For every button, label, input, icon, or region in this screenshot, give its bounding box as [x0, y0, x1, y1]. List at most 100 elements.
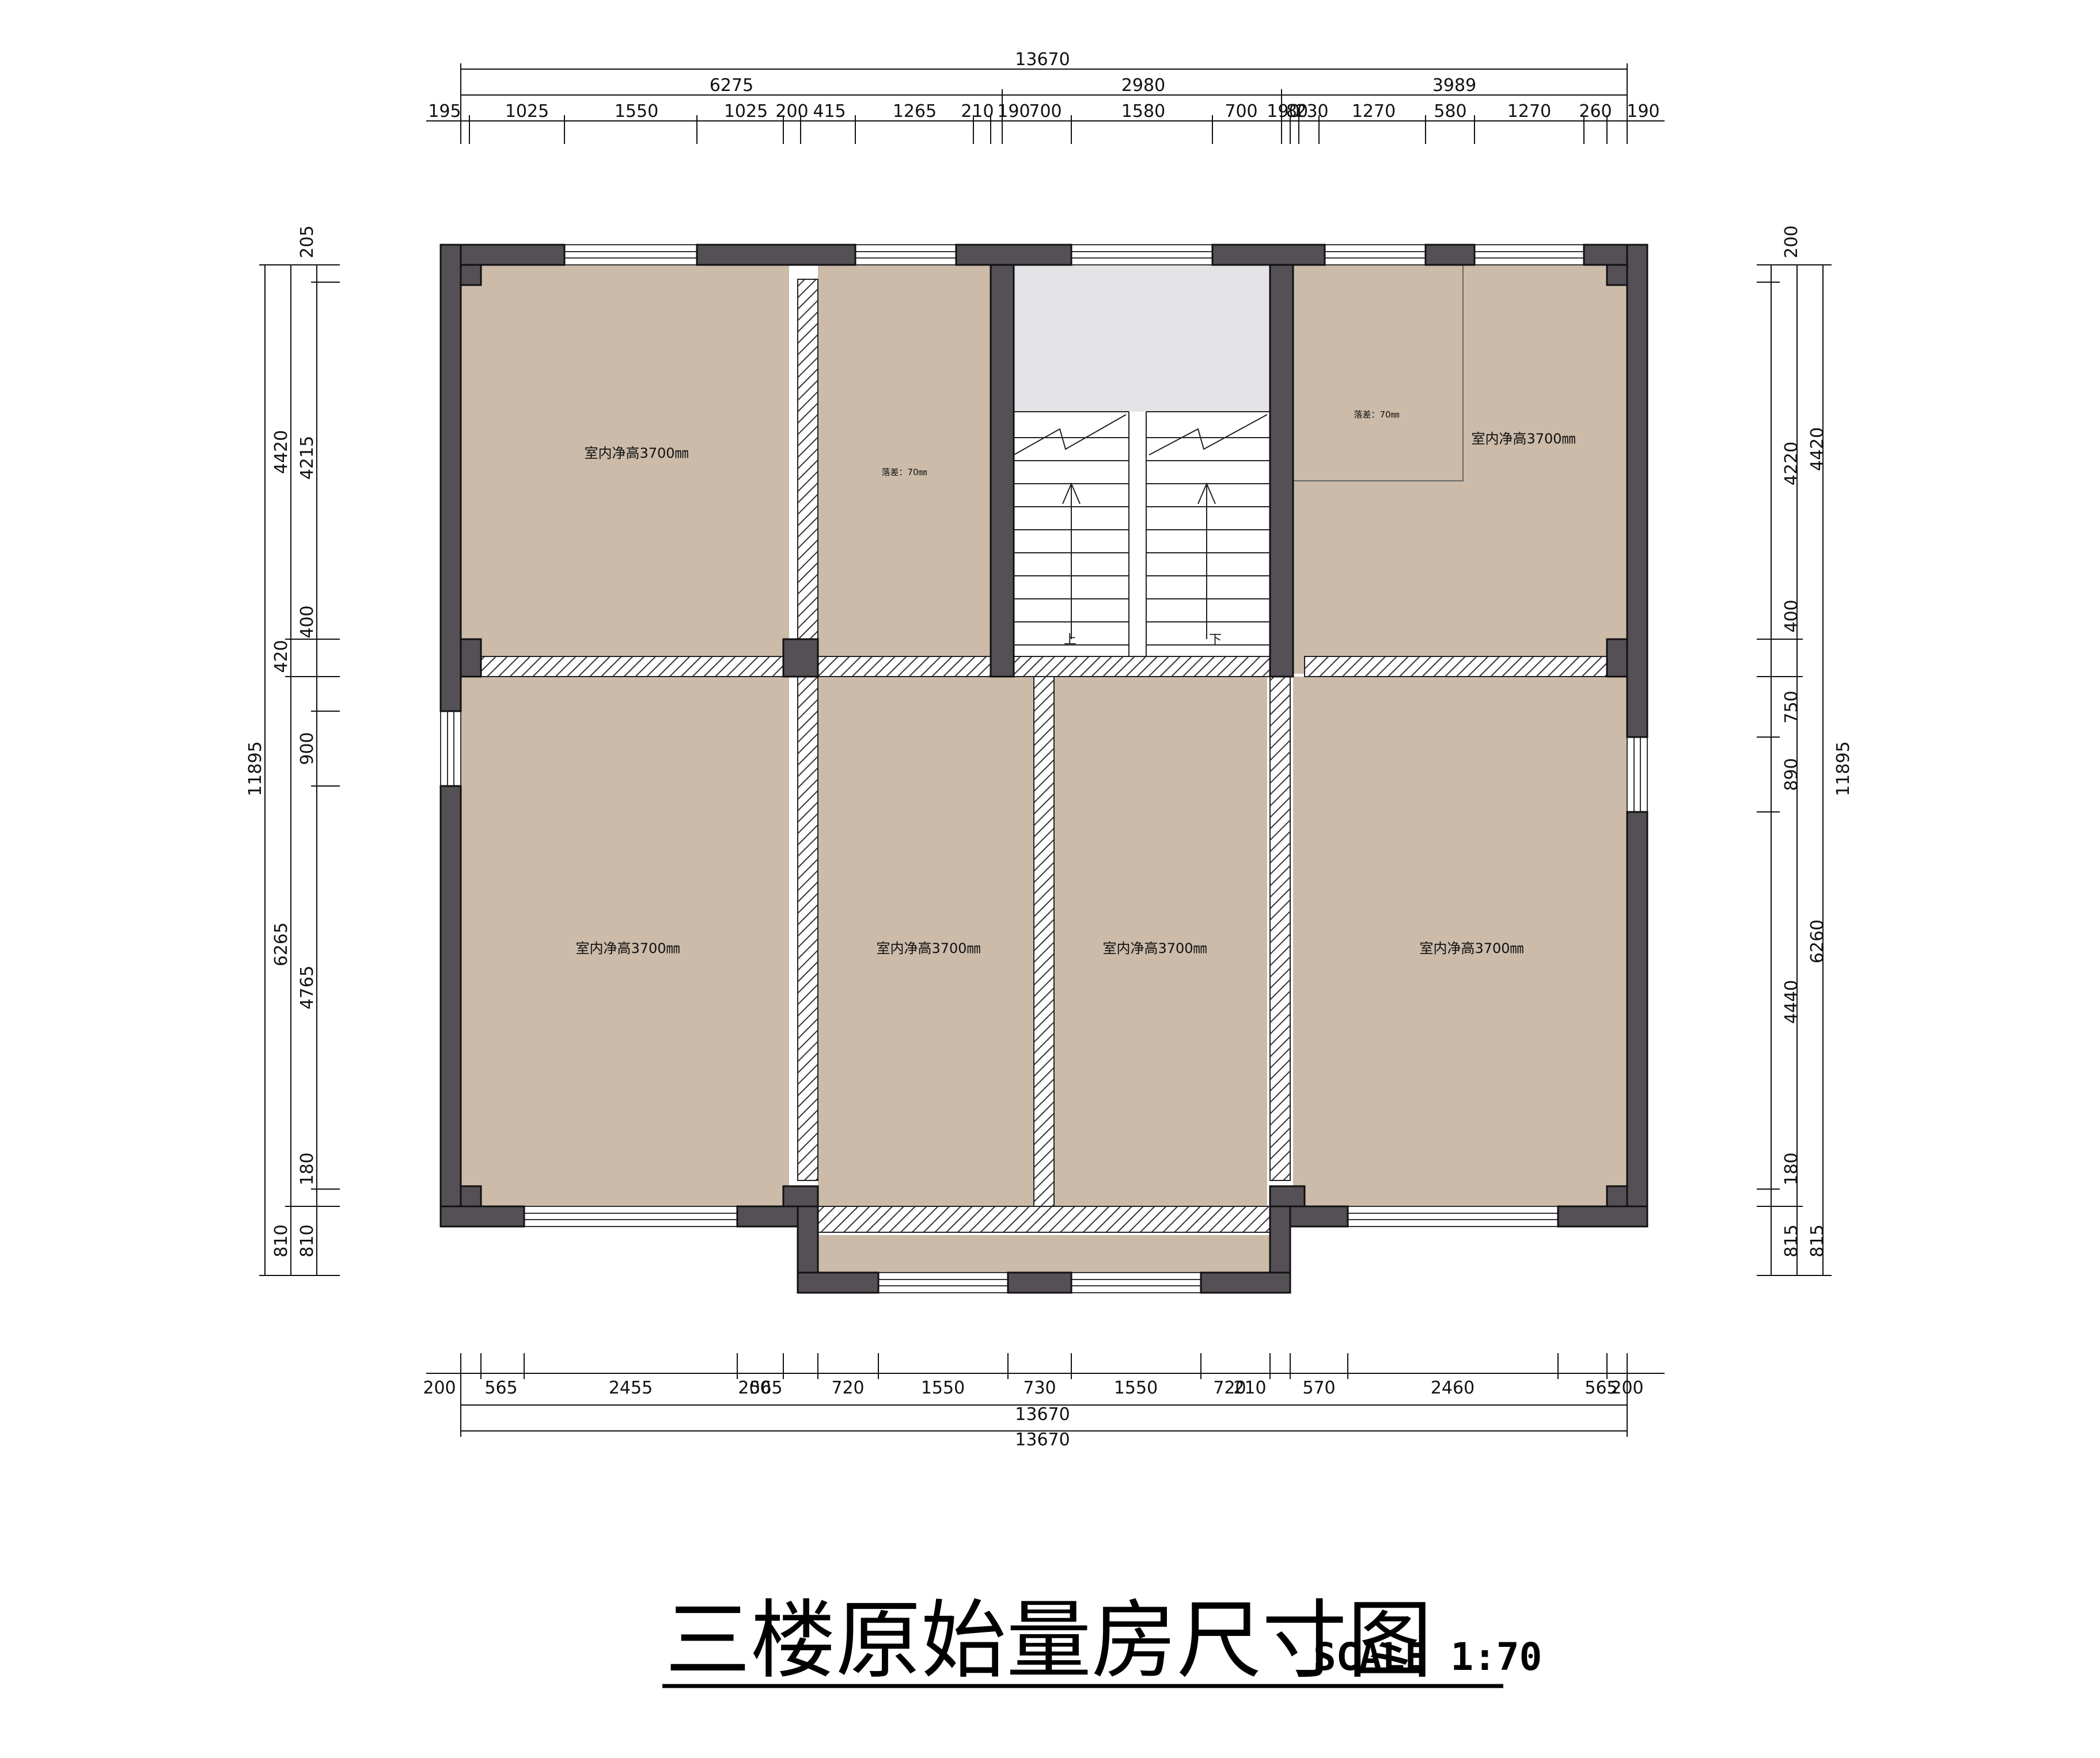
- window-bottom-left: [524, 1206, 738, 1227]
- top-dim-row3-6: 1265: [893, 101, 937, 121]
- wall-top-seg-4: [1211, 244, 1326, 266]
- bottom-dim-row1-2: 2455: [609, 1378, 653, 1398]
- wall-balcony-bottom-b: [1007, 1271, 1072, 1294]
- column-bottom-a: [782, 1185, 819, 1208]
- rooms: [461, 264, 1627, 1293]
- top-dim-row3-12: 190: [1267, 101, 1299, 121]
- room-labels: 室内净高3700㎜ 落差：70㎜ 落差：70㎜ 室内净高3700㎜ 室内净高37…: [575, 409, 1575, 956]
- top-dim-row2-1: 2980: [1121, 75, 1165, 96]
- drawing-scale: SCALE 1:70: [1313, 1635, 1542, 1679]
- window-top-4: [1324, 244, 1426, 265]
- top-dim-row3: 195 1025 1550 1025 200 415 1265 210 190 …: [428, 101, 1659, 121]
- top-dim-row3-17: 1270: [1507, 101, 1551, 121]
- bottom-dim-row1-7: 730: [1023, 1378, 1056, 1398]
- partition-wall-h-mid: [817, 656, 991, 677]
- top-dim-row2-2: 3989: [1432, 75, 1476, 96]
- stair-up-label: 上: [1064, 633, 1076, 647]
- top-dim-row3-13: 80: [1286, 101, 1308, 121]
- bottom-dim-row1-6: 1550: [921, 1378, 965, 1398]
- top-dim-row2-0: 6275: [710, 75, 753, 96]
- partition-walls: [480, 279, 1613, 1233]
- windows: [440, 244, 1648, 1293]
- window-bottom-right: [1347, 1206, 1559, 1227]
- right-dim-inner-3: 750: [1781, 690, 1802, 723]
- wall-bottom-right-b: [1557, 1205, 1648, 1228]
- window-top-3: [1071, 244, 1213, 265]
- bottom-dim-row1: 200 565 2455 200 565 720 1550 730 1550 7…: [423, 1378, 1643, 1398]
- bottom-dim-row1-9: 720: [1213, 1378, 1246, 1398]
- right-dim-total: 11895: [1833, 741, 1853, 796]
- left-dim-inner-4: 4765: [297, 966, 317, 1009]
- top-dim-row3-1: 1025: [505, 101, 549, 121]
- bottom-dim-row1-1: 565: [484, 1378, 517, 1398]
- wall-top-seg-2: [696, 244, 856, 266]
- right-dim-inner-0: 200: [1781, 225, 1802, 258]
- stair-break-line-right: [1148, 414, 1268, 455]
- stair-treads-right: [1146, 437, 1270, 646]
- right-dim-inner-2: 400: [1781, 599, 1802, 632]
- room-label-top-right: 室内净高3700㎜: [1471, 431, 1575, 447]
- partition-wall-v-c: [1269, 676, 1291, 1181]
- wall-stair-right: [1269, 264, 1294, 678]
- top-dimensions: [426, 63, 1665, 144]
- left-dim-inner-0: 205: [297, 225, 317, 258]
- room-label-level-drop: 落差：70㎜: [1354, 409, 1399, 420]
- left-dim-inner-1: 4215: [297, 436, 317, 480]
- wall-left-upper: [439, 244, 462, 712]
- room-label-bottom-mid2: 室内净高3700㎜: [1102, 940, 1207, 956]
- bottom-dim-ticks: [480, 1353, 1608, 1379]
- stair-break-line-left: [1013, 414, 1127, 455]
- wall-right-upper: [1626, 244, 1648, 738]
- room-floor-bottom-mid2: [1054, 677, 1267, 1206]
- window-top-2: [855, 244, 957, 265]
- column-right-mid: [1606, 638, 1628, 678]
- bottom-dim-row1-0: 200: [423, 1378, 456, 1398]
- room-label-bottom-right: 室内净高3700㎜: [1419, 940, 1523, 956]
- column-tl-inner: [460, 264, 482, 286]
- top-dim-row3-8: 190: [997, 101, 1030, 121]
- top-dim-row3-16: 580: [1434, 101, 1466, 121]
- stair-floor: [1014, 412, 1270, 674]
- top-dim-row3-5: 415: [813, 101, 846, 121]
- room-floor-top-mid: [818, 265, 991, 674]
- column-br-inner: [1606, 1185, 1628, 1208]
- stair-landing-floor: [1014, 265, 1270, 412]
- wall-stair-left: [990, 264, 1015, 678]
- right-dim-inner-6: 180: [1781, 1152, 1802, 1185]
- room-label-bottom-mid1: 室内净高3700㎜: [876, 940, 980, 956]
- top-dim-row3-11: 700: [1225, 101, 1257, 121]
- structural-walls: [439, 244, 1648, 1294]
- partition-wall-v-a-top: [797, 279, 818, 640]
- right-dim-inner-7: 815: [1781, 1224, 1802, 1257]
- partition-wall-h-right: [1304, 656, 1613, 677]
- partition-wall-h-stair: [1013, 656, 1271, 677]
- bottom-dim-row1-11: 570: [1302, 1378, 1335, 1398]
- column-mid-left: [782, 638, 819, 678]
- window-balcony-1: [878, 1272, 1009, 1293]
- right-dim-outer-2: 815: [1807, 1224, 1828, 1257]
- wall-top-seg-3: [955, 244, 1072, 266]
- left-dim-outer-3: 810: [271, 1224, 291, 1257]
- right-dim-outer-1: 6260: [1807, 920, 1828, 963]
- top-dim-row3-7: 210: [961, 101, 994, 121]
- room-floor-top-left: [461, 265, 789, 674]
- wall-top-seg-5: [1424, 244, 1476, 266]
- top-dim-row3-18: 260: [1579, 101, 1612, 121]
- left-dim-inner-3: 900: [297, 732, 317, 765]
- left-dim-total: 11895: [245, 741, 266, 796]
- top-dim-row3-14: 230: [1295, 101, 1328, 121]
- stair-arrow-left-head: [1062, 482, 1081, 504]
- bottom-dim-row1-14: 200: [1610, 1378, 1643, 1398]
- column-bottom-b: [1269, 1185, 1306, 1208]
- right-dimensions: [1757, 264, 1832, 1276]
- wall-balcony-bottom-c: [1200, 1271, 1291, 1294]
- bottom-dim-total-2: 13670: [1015, 1430, 1070, 1450]
- top-dim-row3-19: 190: [1627, 101, 1659, 121]
- stair-down-label: 下: [1209, 633, 1222, 647]
- stair-arrow-right-head: [1197, 482, 1216, 504]
- room-floor-bottom-left: [461, 677, 789, 1206]
- staircase: [1013, 411, 1270, 656]
- top-dim-row3-15: 1270: [1352, 101, 1396, 121]
- top-dim-row3-10: 1580: [1121, 101, 1165, 121]
- room-label-bottom-left: 室内净高3700㎜: [575, 940, 680, 956]
